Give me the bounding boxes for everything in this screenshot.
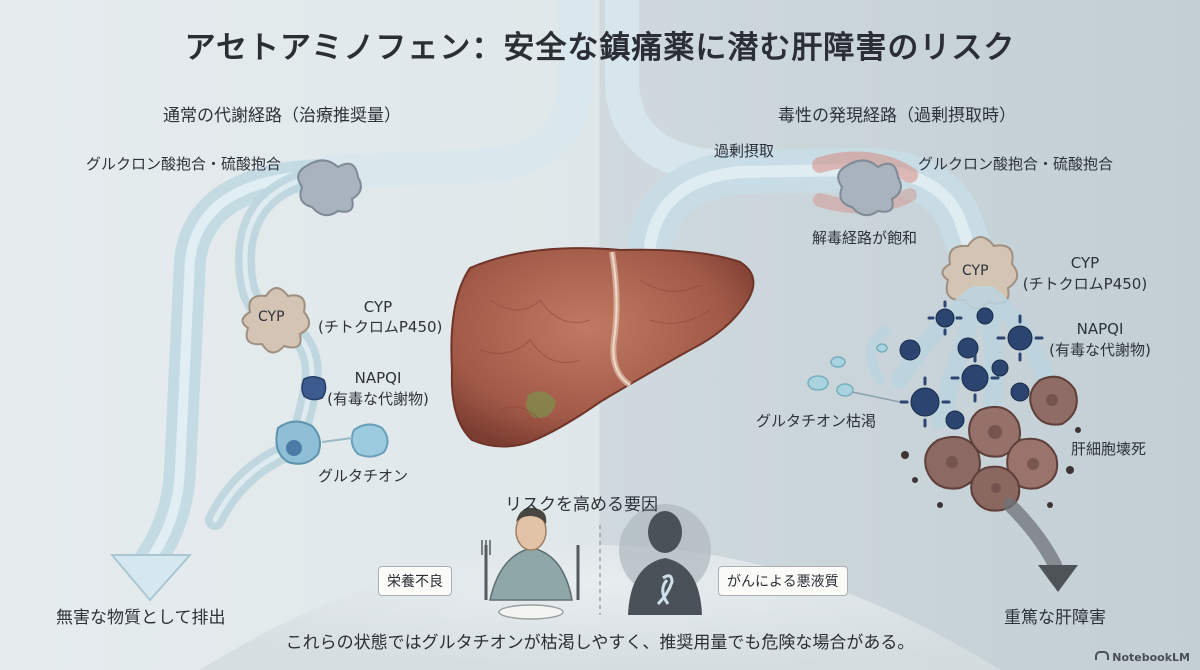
toxic-outcome-label: 重篤な肝障害 (1004, 608, 1106, 628)
notebooklm-logo-icon (1095, 651, 1110, 660)
malnourished-person-illustration (481, 507, 580, 620)
toxic-cyp-sub: (チトクロムP450) (1022, 275, 1148, 293)
saturation-label: 解毒経路が飽和 (812, 229, 918, 247)
normal-cyp-sub: (チトクロムP450) (318, 318, 443, 336)
risk-factors-heading: リスクを高める要因 (505, 495, 658, 515)
normal-conjugation-label: グルクロン酸抱合・硫酸抱合 (86, 155, 282, 173)
glutathione-depleted (807, 343, 888, 397)
normal-cyp-badge: CYP (258, 309, 285, 325)
necrosis-label: 肝細胞壊死 (1071, 440, 1147, 458)
top-stream (313, 0, 592, 189)
normal-glutathione-label: グルタチオン (318, 467, 409, 485)
awareness-ribbon-icon (656, 574, 674, 606)
napqi-spiky-molecules (899, 307, 1033, 430)
toxic-cyp-badge: CYP (962, 263, 989, 279)
napqi-molecule-left (301, 376, 327, 401)
damage-stream (1003, 498, 1062, 572)
normal-cyp-label: CYP (363, 298, 393, 316)
toxic-cyp-label: CYP (1070, 254, 1100, 272)
damage-arrowhead (1038, 565, 1078, 592)
malnutrition-tag: 栄養不良 (378, 566, 452, 596)
overdose-label: 過剰摂取 (714, 142, 775, 160)
cyp-enzyme-left (241, 287, 311, 354)
brand-name: NotebookLM (1112, 651, 1190, 664)
footnote: これらの状態ではグルタチオンが枯渇しやすく、推奨用量でも危険な場合がある。 (285, 633, 915, 653)
page-title: アセトアミノフェン：安全な鎮痛薬に潜む肝障害のリスク (184, 30, 1016, 66)
toxic-napqi-sub: (有毒な代謝物) (1049, 341, 1151, 359)
excretion-arrowhead (109, 554, 193, 602)
normal-napqi-label: NAPQI (354, 369, 402, 387)
toxic-conjugation-label: グルクロン酸抱合・硫酸抱合 (918, 155, 1114, 173)
cachexia-tag: がんによる悪液質 (718, 566, 848, 596)
glutathione-bound-left (275, 420, 321, 465)
conjugation-enzyme-right (837, 159, 902, 217)
conjugation-enzyme-left (297, 159, 362, 217)
glutathione-free-left (350, 423, 389, 458)
toxic-napqi-label: NAPQI (1076, 320, 1124, 338)
toxic-pathway-heading: 毒性の発現経路（過剰摂取時） (778, 106, 1016, 126)
normal-outcome-label: 無害な物質として排出 (56, 608, 226, 628)
liver-illustration (450, 247, 755, 448)
normal-pathway-heading: 通常の代謝経路（治療推奨量） (163, 106, 401, 126)
cancer-patient-silhouette (619, 504, 711, 615)
normal-napqi-sub: (有毒な代謝物) (327, 390, 429, 408)
glutathione-depletion-label: グルタチオン枯渇 (756, 412, 877, 430)
brand-watermark: NotebookLM (1095, 651, 1190, 664)
